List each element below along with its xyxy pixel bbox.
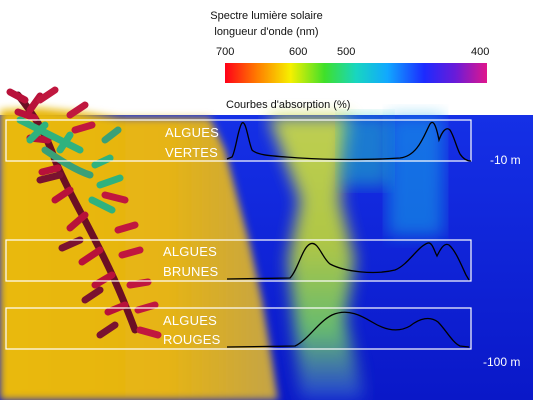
curve-algues-vertes — [226, 121, 472, 162]
curve-algues-rouges — [226, 311, 470, 348]
band-label-brunes-line1: ALGUES — [163, 244, 217, 259]
depth-label-100m: -100 m — [483, 355, 521, 369]
depth-label-10m: -10 m — [490, 153, 521, 167]
band-box-rouges — [5, 307, 472, 350]
band-label-rouges-line2: ROUGES — [163, 332, 221, 347]
blue-light-glow — [388, 116, 443, 236]
band-label-vertes-line2: VERTES — [165, 145, 218, 160]
band-box-brunes — [5, 239, 472, 282]
tick-400: 400 — [471, 46, 490, 58]
band-label-vertes-line1: ALGUES — [165, 125, 219, 140]
light-column — [268, 116, 365, 400]
tick-500: 500 — [337, 46, 356, 58]
band-label-rouges-line1: ALGUES — [163, 313, 217, 328]
absorption-title: Courbes d'absorption (%) — [226, 99, 351, 111]
tick-600: 600 — [289, 46, 308, 58]
tick-700: 700 — [216, 46, 235, 58]
spectrum-title-line2: longueur d'onde (nm) — [214, 26, 319, 38]
spectrum-bar — [225, 63, 487, 83]
cyan-light-glow — [340, 116, 390, 186]
curve-algues-brunes — [226, 242, 470, 281]
spectrum-title-line1: Spectre lumière solaire — [210, 10, 323, 22]
band-box-vertes — [5, 119, 472, 162]
seabed-slope — [0, 108, 278, 400]
band-label-brunes-line2: BRUNES — [163, 264, 219, 279]
